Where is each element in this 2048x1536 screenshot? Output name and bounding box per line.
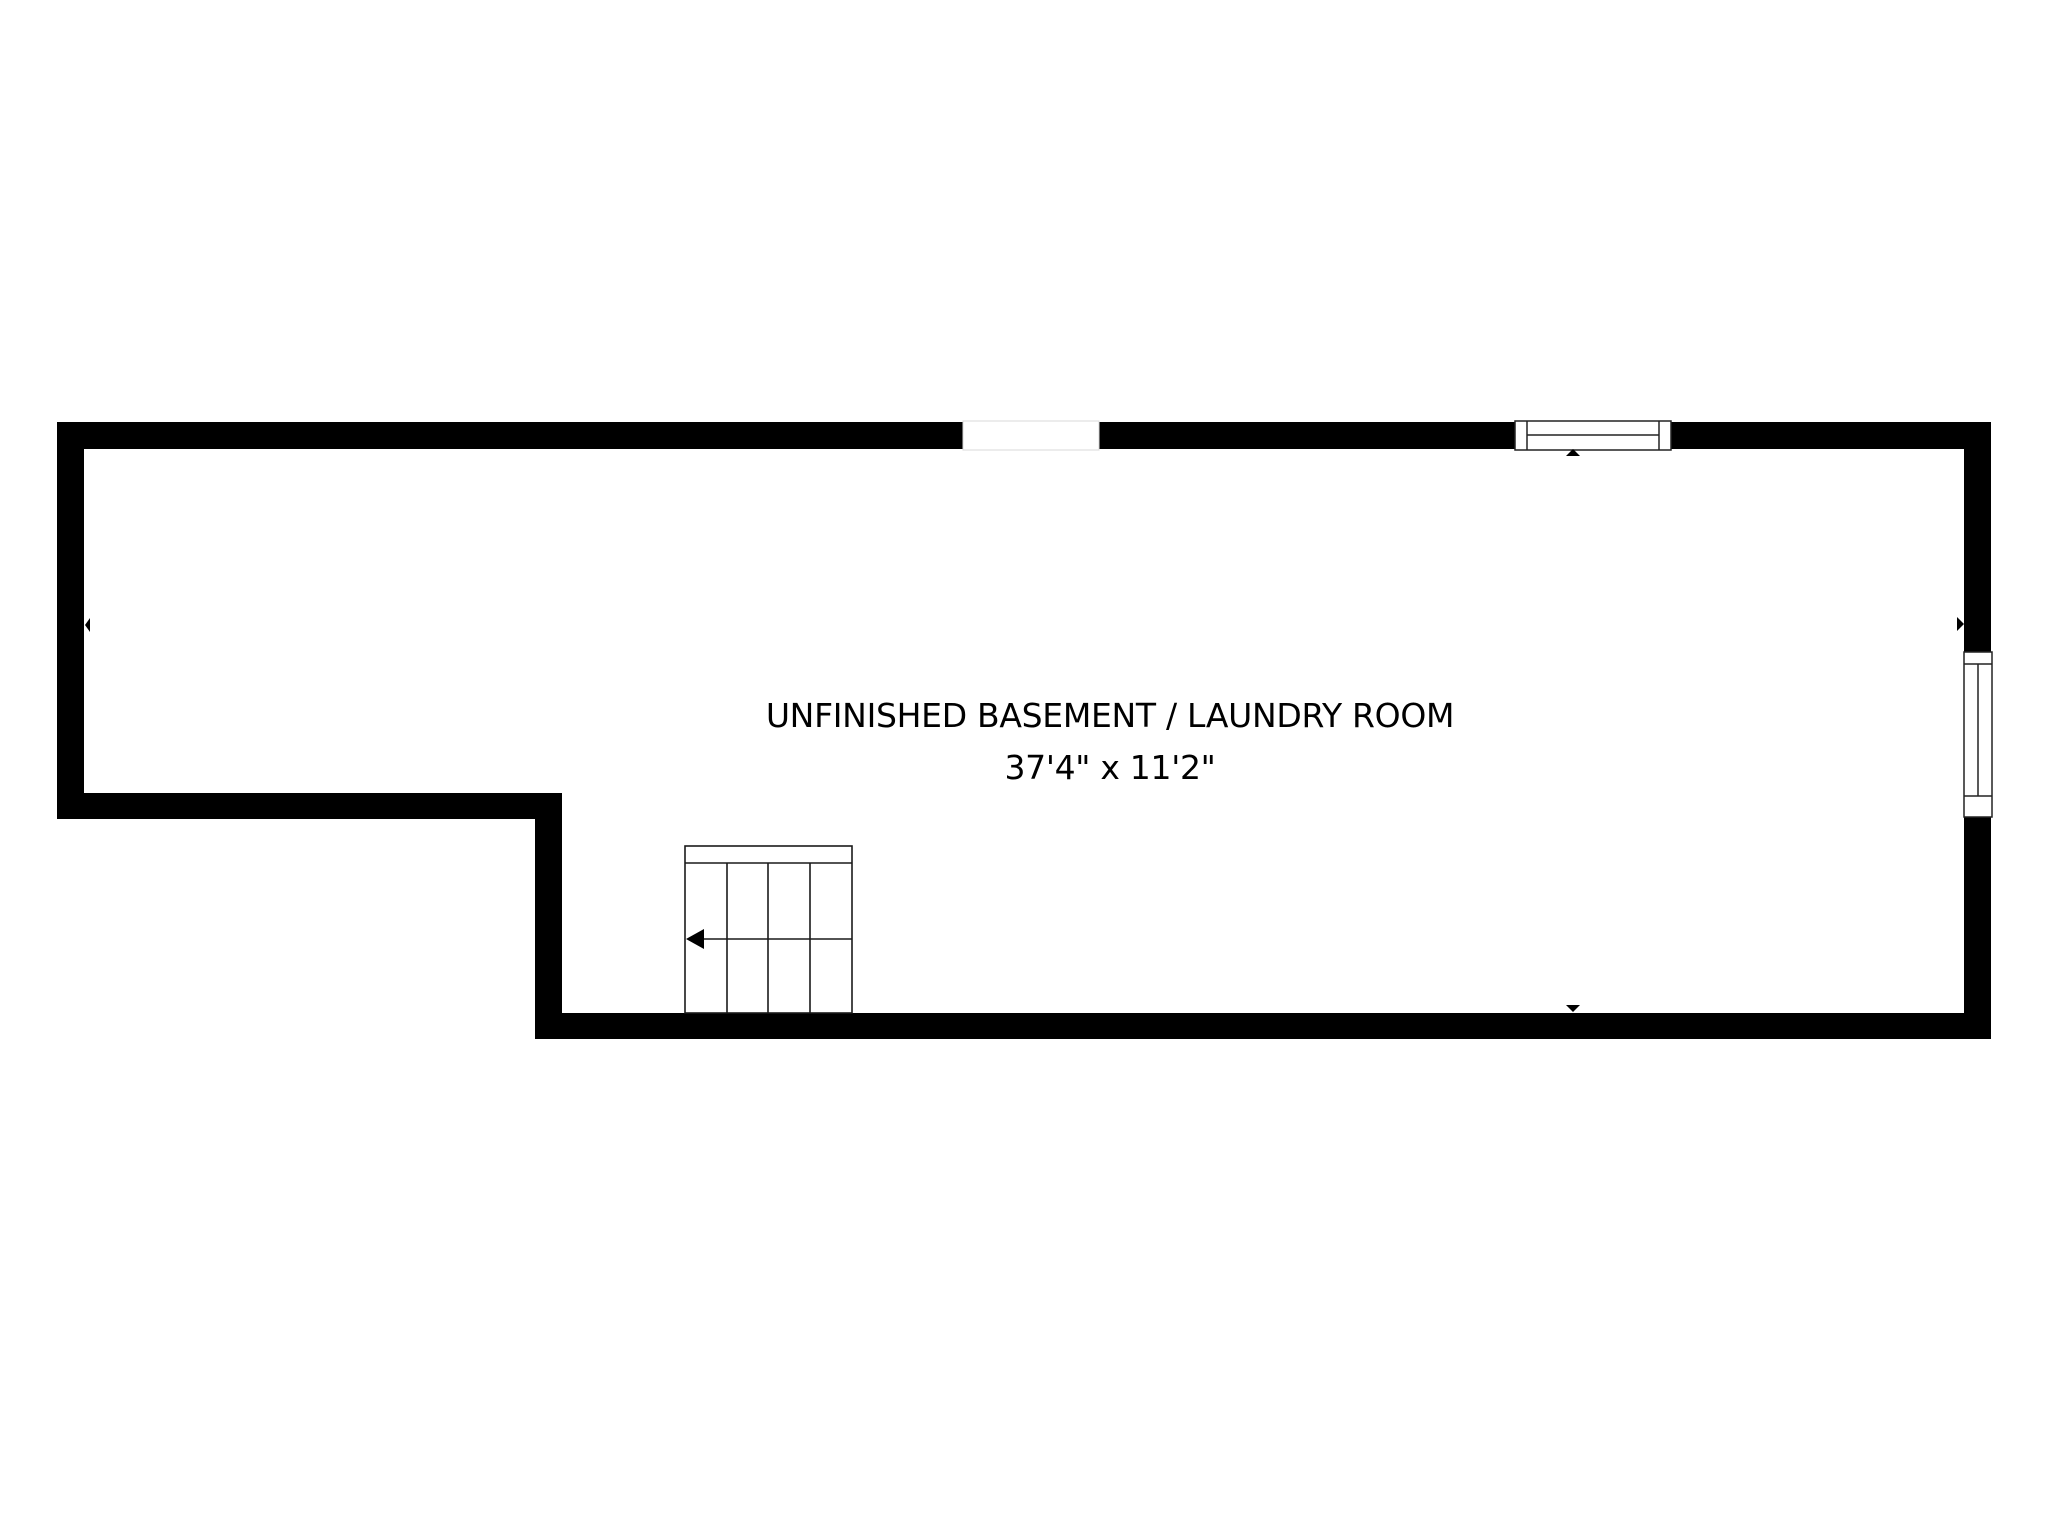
left-marker-icon [85,618,90,632]
top-marker-icon [1566,449,1580,456]
right-marker-icon [1957,617,1964,631]
room-name-label: UNFINISHED BASEMENT / LAUNDRY ROOM [765,696,1455,735]
stairs-direction-arrow-icon [686,929,704,949]
top-window [1514,420,1672,451]
stairs [684,845,853,1014]
right-window [1963,651,1993,818]
bottom-marker-icon [1566,1005,1580,1012]
top-wall-opening [962,420,1100,451]
room-dimensions-label: 37'4" x 11'2" [1004,748,1216,787]
exterior-walls [57,422,1991,1039]
